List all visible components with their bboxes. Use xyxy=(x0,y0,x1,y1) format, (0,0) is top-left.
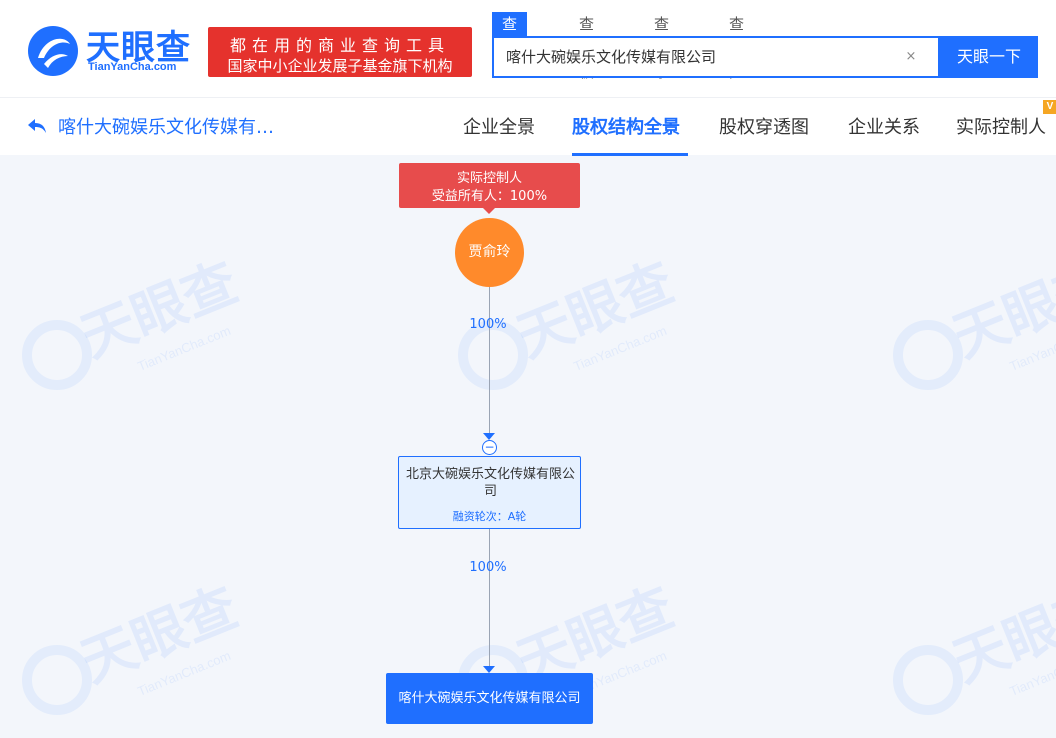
controller-tag-pointer xyxy=(482,207,496,214)
tab-enterprise-overview[interactable]: 企业全景 xyxy=(463,117,535,138)
search-tab-company[interactable]: 查公司 xyxy=(492,12,528,81)
edge2-percent-label: 100% xyxy=(469,560,507,575)
edge2-arrow-icon xyxy=(483,666,495,673)
sub-navigation: 喀什大碗娱乐文化传媒有… 企业全景 股权结构全景 股权穿透图 企业关系 实际控制… xyxy=(0,97,1056,156)
vip-badge: V xyxy=(1043,100,1056,114)
search-button[interactable]: 天眼一下 xyxy=(940,36,1038,78)
search-tab-relation[interactable]: 查关系 xyxy=(654,15,670,81)
edge-person-to-company xyxy=(489,287,490,434)
edge-company-to-target xyxy=(489,529,490,666)
company-node-name: 北京大碗娱乐文化传媒有限公司 xyxy=(405,467,575,499)
search-tab-boss[interactable]: 查老板 xyxy=(579,15,595,81)
tab-actual-controller[interactable]: 实际控制人 xyxy=(956,117,1046,138)
logo-text[interactable]: 天眼查 xyxy=(86,28,191,68)
edge1-arrow-icon xyxy=(483,433,495,440)
watermark-logo xyxy=(22,320,92,390)
search-box: × xyxy=(492,36,940,78)
search-tab-risk[interactable]: 查风险 xyxy=(729,15,745,81)
slogan-line2: 国家中小企业发展子基金旗下机构 xyxy=(227,57,453,75)
top-header: 天眼查 TianYanCha.com 都在用的商业查询工具 国家中小企业发展子基… xyxy=(0,0,1056,97)
back-arrow-icon[interactable] xyxy=(26,116,48,136)
search-input[interactable] xyxy=(506,38,906,76)
edge1-percent-label: 100% xyxy=(469,317,507,332)
tab-enterprise-relations[interactable]: 企业关系 xyxy=(848,117,920,138)
target-company-node[interactable]: 喀什大碗娱乐文化传媒有限公司 xyxy=(386,673,593,724)
slogan-line1: 都在用的商业查询工具 xyxy=(229,36,450,55)
active-tab-indicator xyxy=(572,153,688,156)
company-title-link[interactable]: 喀什大碗娱乐文化传媒有… xyxy=(58,117,274,138)
person-node[interactable]: 贾俞玲 xyxy=(455,218,524,287)
controller-tag-benefit: 受益所有人：100% xyxy=(431,189,548,204)
company-node-funding-round: 融资轮次：A轮 xyxy=(452,510,527,523)
watermark-logo xyxy=(893,320,963,390)
tab-equity-structure[interactable]: 股权结构全景 xyxy=(572,117,680,138)
tianyancha-logo-icon[interactable] xyxy=(26,24,80,78)
controller-tag-title: 实际控制人 xyxy=(456,171,522,186)
watermark-logo xyxy=(22,645,92,715)
watermark-logo xyxy=(893,645,963,715)
slogan-banner: 都在用的商业查询工具 国家中小企业发展子基金旗下机构 xyxy=(208,27,472,77)
collapse-icon[interactable]: − xyxy=(482,440,497,455)
company-node-beijing[interactable]: 北京大碗娱乐文化传媒有限公司 融资轮次：A轮 xyxy=(398,456,581,529)
tab-equity-penetration[interactable]: 股权穿透图 xyxy=(719,117,809,138)
actual-controller-tag: 实际控制人 受益所有人：100% xyxy=(399,163,580,208)
clear-icon[interactable]: × xyxy=(905,49,917,64)
watermark-logo xyxy=(458,320,528,390)
logo-subtext: TianYanCha.com xyxy=(88,61,177,73)
